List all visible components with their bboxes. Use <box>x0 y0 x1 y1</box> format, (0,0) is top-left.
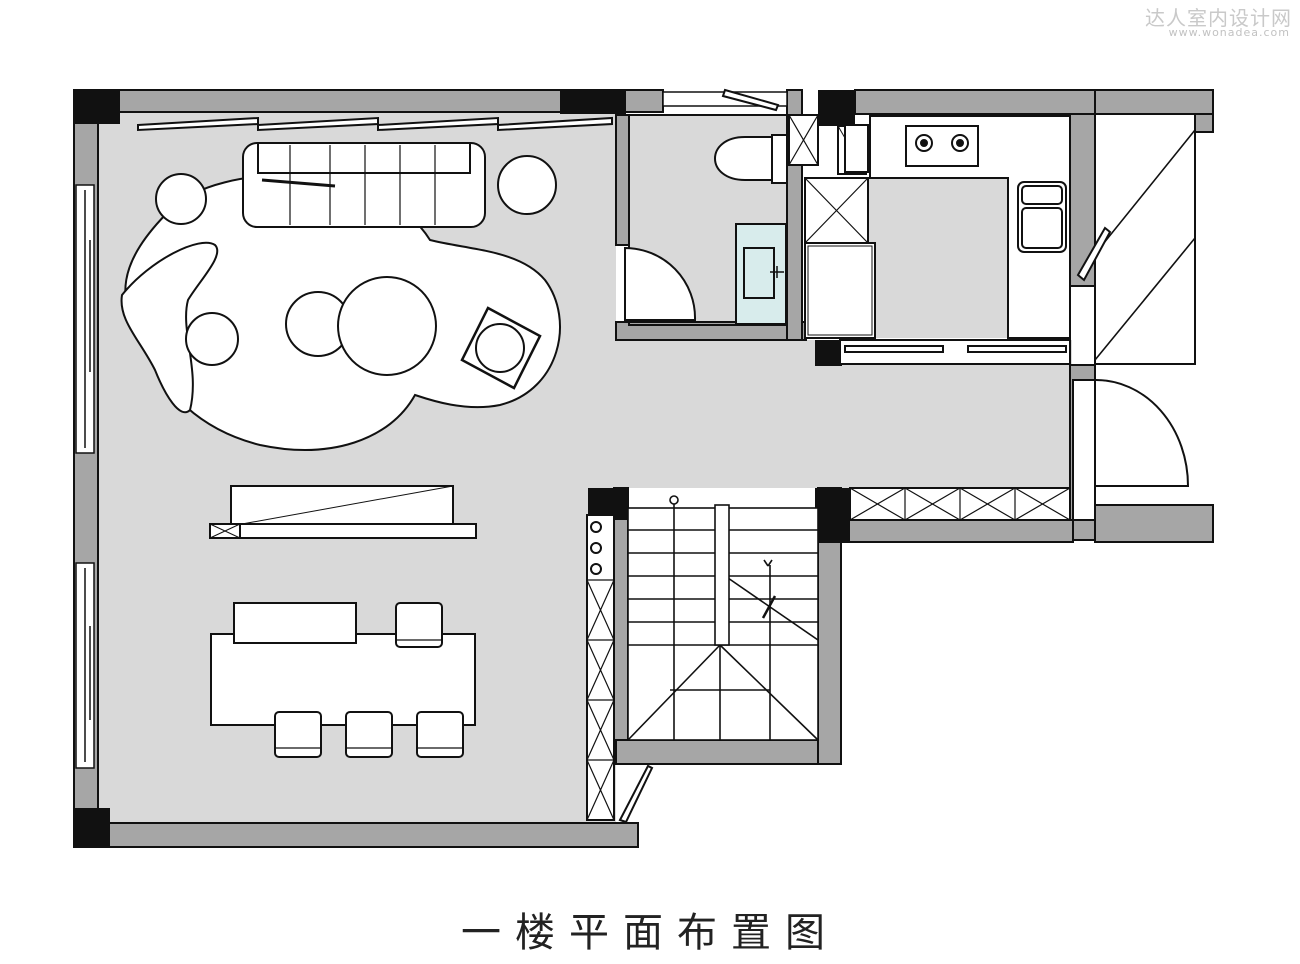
columns <box>74 90 855 847</box>
sideboard <box>233 602 357 644</box>
column-t-mid <box>560 90 626 114</box>
wall-cabinet-bottom <box>840 519 1074 543</box>
top-window-panels <box>137 116 613 132</box>
stair-handrail <box>714 504 730 646</box>
side-table-left <box>155 173 207 225</box>
kitchen-floor <box>868 178 1008 338</box>
chair-3 <box>416 711 464 758</box>
entry-door-small <box>618 764 654 824</box>
staircase <box>627 495 819 741</box>
kitchen-counter <box>869 115 1071 339</box>
storage-cabinets <box>849 487 1071 521</box>
toilet <box>714 136 773 181</box>
bathroom-box <box>628 114 788 326</box>
bathroom-door <box>624 246 697 321</box>
wall-top-right <box>854 89 1096 115</box>
plan-caption: 一楼平面布置图 <box>461 910 839 956</box>
coffee-table-large <box>337 276 437 376</box>
chair-2 <box>345 711 393 758</box>
chair-top <box>395 602 443 648</box>
sofa <box>242 142 486 228</box>
wall-bottom <box>73 822 639 848</box>
wall-stair-left <box>613 487 629 741</box>
wall-bath-left <box>615 114 630 246</box>
column-kitchen-bl <box>815 340 842 366</box>
right-exterior <box>1072 113 1214 521</box>
accent-chair <box>460 306 542 390</box>
wall-stair-bottom <box>615 739 842 765</box>
bathroom <box>628 114 819 326</box>
watermark-title: 达人室内设计网 <box>1145 6 1292 30</box>
side-table-rug <box>185 312 239 366</box>
side-table-right <box>497 155 557 215</box>
stove <box>905 125 979 167</box>
top-door-panels <box>721 88 869 173</box>
column-tl <box>74 90 120 124</box>
wall-right-ext <box>1094 89 1214 115</box>
column-stair-tr <box>815 488 850 543</box>
window-lines <box>84 190 91 762</box>
wall-top-mid <box>622 89 664 113</box>
living-room <box>120 142 561 451</box>
shoe-cabinet <box>586 514 615 821</box>
dining-area <box>210 602 476 758</box>
wall-top-left <box>77 89 624 113</box>
column-kitchen-tl <box>818 90 855 126</box>
dining-table <box>210 633 476 726</box>
sink <box>1017 181 1067 253</box>
exterior-door <box>1094 378 1190 487</box>
chair-1 <box>274 711 322 758</box>
wall-ext-bottom <box>1094 504 1214 543</box>
fridge <box>804 242 876 339</box>
kitchen-sliding-door <box>839 339 1071 365</box>
column-bl <box>74 808 110 847</box>
tv-cabinet <box>209 485 477 539</box>
floor-plan <box>73 88 1214 848</box>
watermark-url: www.wonadea.com <box>1168 26 1290 39</box>
